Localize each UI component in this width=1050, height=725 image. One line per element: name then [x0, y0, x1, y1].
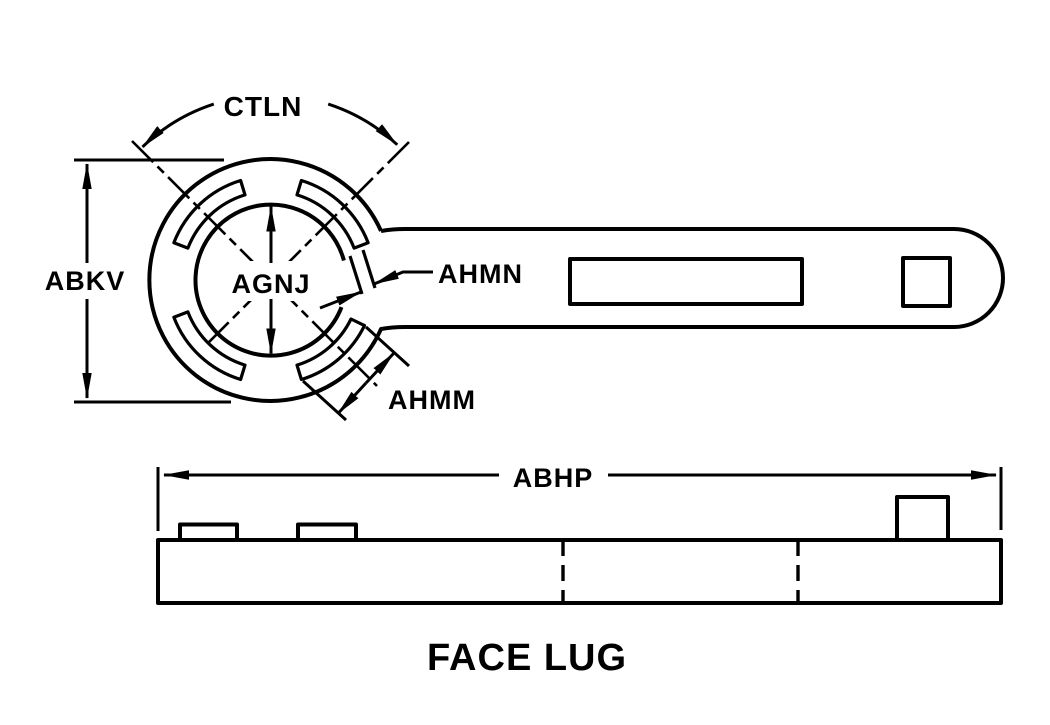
centerline-ne-sw	[203, 141, 410, 348]
ahmm-arrow-sw	[336, 381, 368, 415]
side-lug-1	[178, 522, 239, 542]
dim-ctln: CTLN	[141, 91, 399, 148]
ahmm-arrow-ne	[364, 351, 396, 385]
lug-slot-ne	[295, 178, 370, 250]
dim-ahmn: AHMN	[319, 259, 523, 310]
ahmn-leader-outer	[373, 270, 433, 286]
dim-abkv: ABKV	[45, 158, 231, 404]
ctln-arc-right	[327, 102, 399, 146]
east-slot-outer-edge	[361, 249, 377, 289]
ahmm-ext-upper	[364, 325, 411, 368]
dim-ahmm: AHMM	[301, 325, 476, 422]
side-body	[156, 538, 1003, 605]
handle-square-hole	[901, 256, 952, 308]
lug-slot-se	[295, 317, 367, 382]
abhp-label: ABHP	[513, 463, 594, 493]
agnj-label: AGNJ	[231, 269, 310, 299]
ctln-arc-left	[141, 102, 215, 148]
ahmn-leader-inner	[319, 290, 362, 310]
lug-slot-sw	[172, 310, 247, 382]
ahmn-label: AHMN	[438, 259, 523, 289]
plan-view: CTLN ABKV AGNJ AHMN A	[45, 91, 1005, 422]
east-slot-inner-edge	[348, 255, 364, 295]
ahmm-label: AHMM	[388, 385, 476, 415]
side-square-boss	[895, 495, 950, 542]
bore-circle	[193, 202, 346, 358]
agnj-label-mask	[219, 261, 323, 301]
lug-slot-nw	[172, 178, 247, 250]
side-view: ABHP	[156, 463, 1003, 605]
abkv-label: ABKV	[45, 266, 126, 296]
wrench-outline	[147, 157, 1005, 403]
drawing-title: FACE LUG	[427, 637, 627, 679]
side-lug-2	[296, 522, 358, 542]
dim-agnj: AGNJ	[219, 205, 323, 355]
dim-abhp: ABHP	[156, 463, 1003, 531]
handle-slot	[568, 257, 804, 306]
ctln-label: CTLN	[224, 91, 303, 122]
